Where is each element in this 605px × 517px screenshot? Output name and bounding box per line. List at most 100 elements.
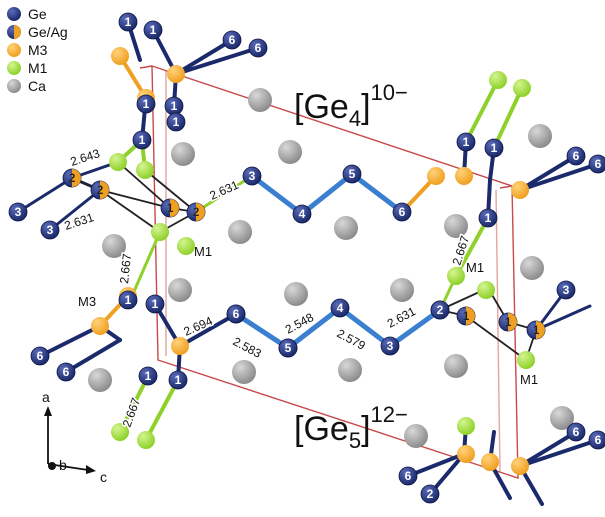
ge-atom [566,146,586,166]
bond [130,230,162,298]
m1-atom [513,79,531,97]
m3-atom [511,181,529,199]
m1-atom [111,423,129,441]
m1-atom [489,71,507,89]
bond [534,304,592,332]
ge-atom [556,280,576,300]
legend-item: M1 [7,60,48,76]
m1-atom [177,237,195,255]
formula-ge4-close: ] [361,88,370,126]
ge-atom-icon [7,7,21,21]
legend-item: Ge/Ag [7,24,68,40]
ge-ag-half [466,307,475,325]
ge-ag-half [72,169,81,187]
ge-ag-atom-index: 2 [69,171,76,185]
ge5-chain-index: 6 [233,307,240,321]
bond [64,338,122,374]
ca-atom [528,124,552,148]
ca-atom [550,406,574,430]
ca-atom [444,354,468,378]
bond [16,176,74,214]
site-label-m1: M1 [520,372,538,387]
ge-atom-index: 6 [405,469,412,483]
m1-atom [109,153,127,171]
ge-atom-index: 3 [47,223,54,237]
bond [178,312,238,348]
ge-atom [145,294,165,314]
distance-label: 2.579 [335,326,368,353]
ca-atom [248,88,272,112]
distance-label: 2.631 [208,178,241,203]
bond [492,86,524,150]
bond [99,189,161,233]
ge5-chain-atom [278,338,298,358]
ca-atom [168,278,192,302]
ge-atom-index: 1 [175,373,182,387]
distance-label: 2.631 [63,210,96,233]
metal-atoms [91,47,535,475]
formula-ge4-base: [Ge [294,88,349,126]
ge-atom [118,12,138,32]
ge-atom [8,202,28,222]
bond [465,315,527,361]
site-label-m1: M1 [194,244,212,259]
m1-atom [136,161,154,179]
m1-atom [517,351,535,369]
ge-atom-index: 1 [125,15,132,29]
ca-atom-icon [7,79,21,93]
m3-atom-icon [7,43,21,57]
ge-ag-half [100,181,109,199]
ge-atom-index: 6 [229,33,236,47]
m1-atom [151,223,169,241]
m3-atom [167,65,185,83]
formula-ge5: [Ge5]12− [294,402,408,453]
ge-atom-index: 6 [63,365,70,379]
ca-atom [171,142,195,166]
legend-label: Ge [28,6,47,22]
calcium-atoms [88,88,574,448]
ge-atom-index: 6 [37,349,44,363]
ge5-chain-atom [430,300,450,320]
ge-ag-atom-index: 1 [505,315,512,329]
ge5-chain-index: 2 [437,303,444,317]
formula-ge5-close: ] [361,410,370,448]
bond [117,161,171,209]
ge4-chain-index: 5 [349,167,356,181]
formula-ge4-sup: 10− [371,80,408,105]
bond [38,324,102,358]
m3-atom [427,167,445,185]
distance-label: 2.583 [231,334,264,361]
bond [518,154,578,192]
ge-ag-half-icon [14,25,21,39]
ge-atom-index: 1 [145,369,152,383]
unit-cell-edge [139,65,153,69]
ge-atom-index: 1 [491,141,498,155]
ge-ag-half [536,321,545,339]
ge-atom-index: 2 [427,487,434,501]
ca-atom [102,234,126,258]
ca-atom [284,282,308,306]
ge4-chain-atom [392,202,412,222]
bond [99,189,171,209]
ge-ag-atom-index: 1 [533,323,540,337]
bond [406,452,466,478]
ge-atom-index: 1 [143,97,150,111]
ge4-chain-index: 4 [299,207,306,221]
ge-atom [132,130,152,150]
axis-a-label: a [42,389,50,405]
formula-ge4: [Ge4]10− [294,80,408,131]
ge4-chain-index: 3 [249,169,256,183]
ge4-chain-atom [242,166,262,186]
ge-atom-index: 1 [139,133,146,147]
bond [518,430,578,468]
legend-label: M3 [28,42,48,58]
ge-atom-index: 6 [595,433,602,447]
ge-atom [143,20,163,40]
ge4-chain-bonds [249,170,405,218]
ge-atom [398,466,418,486]
ge-atom-index: 6 [573,149,580,163]
ge-ag-atom-index: 1 [167,201,174,215]
distance-label: 2.667 [117,253,134,285]
